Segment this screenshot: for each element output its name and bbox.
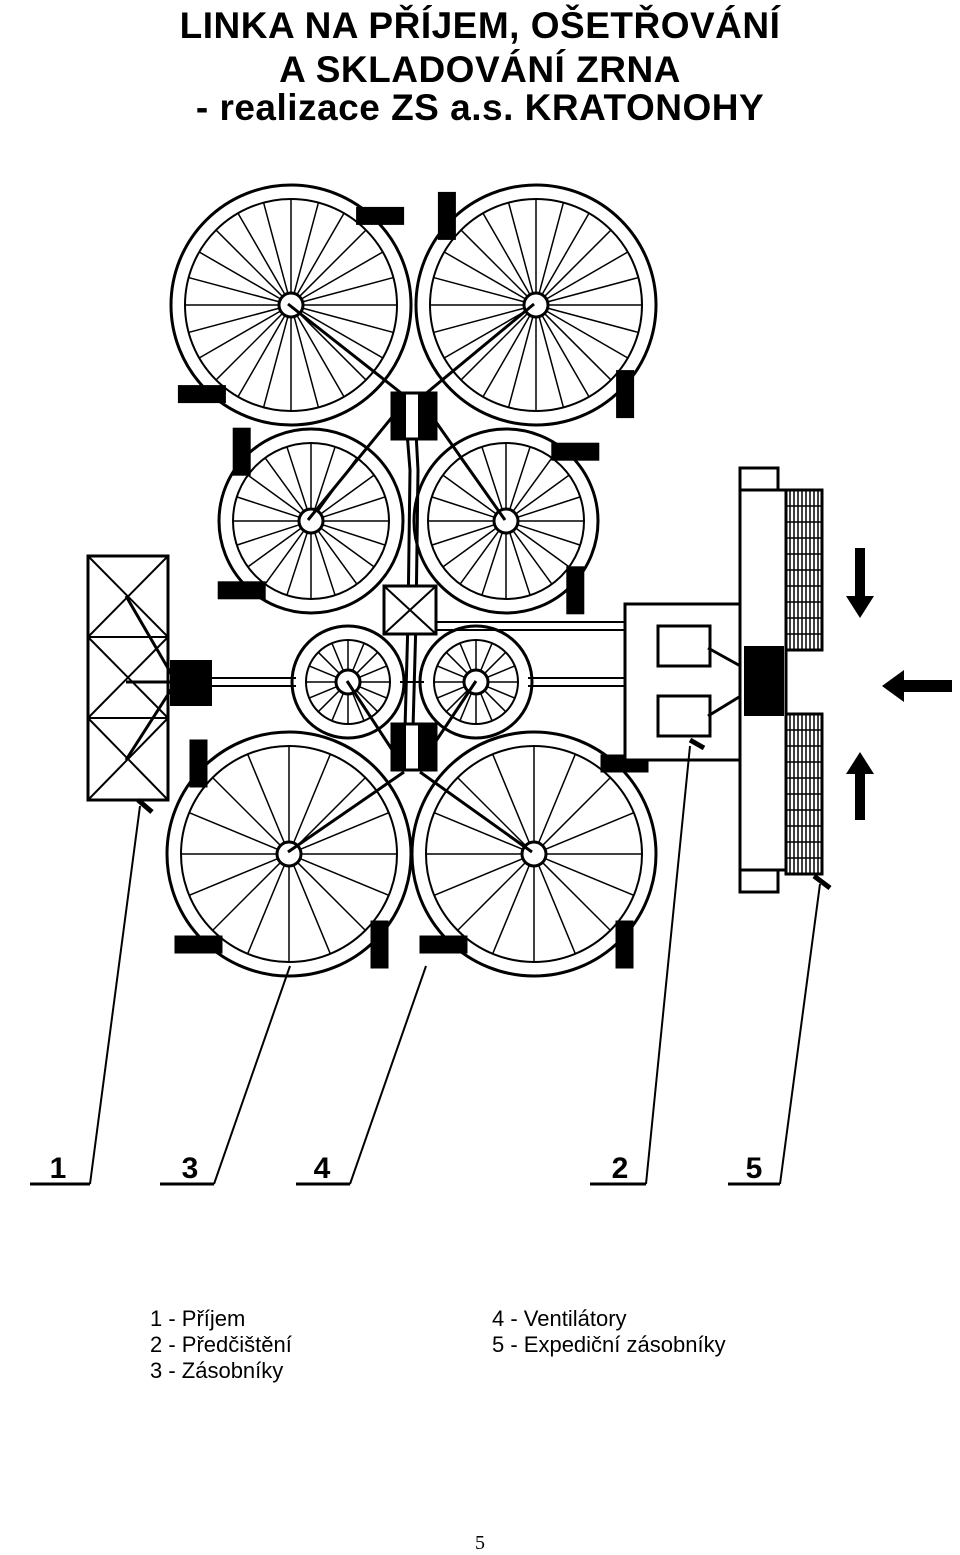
callout-5: 1: [50, 1152, 67, 1185]
legend-item-5: 5 - Expediční zásobníky: [492, 1332, 726, 1357]
central-hubs: [382, 391, 438, 772]
legend-item-1: 1 - Příjem: [150, 1306, 246, 1331]
callout-3: 3: [182, 1152, 199, 1185]
legend-right: 4 - Ventilátory 5 - Expediční zásobníky: [492, 1306, 726, 1358]
title-line-2: A SKLADOVÁNÍ ZRNA: [279, 49, 681, 90]
silo-5: [290, 624, 406, 740]
intake-building: [738, 466, 832, 894]
intake-arrows: [846, 548, 952, 820]
connecting-ducts: [212, 302, 625, 854]
silo-4: [412, 427, 600, 615]
precleaning-building: [623, 602, 745, 762]
page-number: 5: [475, 1532, 485, 1554]
callout-leaders: [30, 745, 821, 1186]
title-line-3: - realizace ZS a.s. KRATONOHY: [195, 87, 765, 128]
silo-2: [414, 183, 658, 427]
callout-1: 5: [746, 1152, 763, 1185]
expedition-bins: [86, 554, 212, 814]
silo-7: [165, 730, 413, 978]
legend-item-3: 3 - Zásobníky: [150, 1358, 284, 1383]
legend-item-4: 4 - Ventilátory: [492, 1306, 627, 1331]
callout-2: 2: [612, 1152, 629, 1185]
callout-4: 4: [314, 1152, 331, 1185]
legend-left: 1 - Příjem 2 - Předčištění 3 - Zásobníky: [150, 1306, 292, 1384]
silo-8: [410, 730, 658, 978]
silo-3: [217, 427, 405, 615]
title-line-1: LINKA NA PŘÍJEM, OŠETŘOVÁNÍ: [179, 5, 781, 46]
silos: [165, 183, 658, 978]
legend-item-2: 2 - Předčištění: [150, 1332, 292, 1357]
